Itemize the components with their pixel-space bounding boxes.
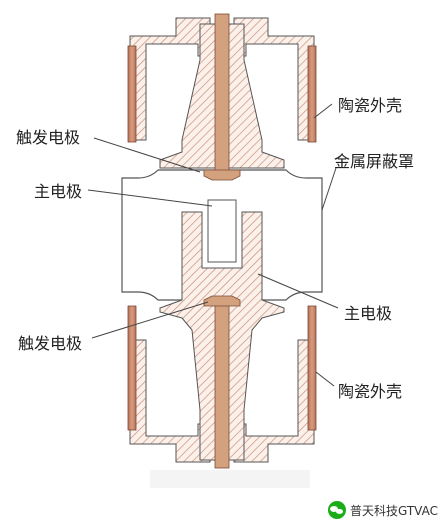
leader-trigger-top — [93, 137, 201, 173]
leader-ceramic-bottom — [315, 371, 335, 387]
leader-main-bottom — [257, 273, 339, 309]
ceramic-shell-bottom-right — [307, 305, 317, 431]
watermark-text: 普天科技GTVAC — [349, 503, 438, 518]
label-main-electrode-bottom: 主电极 — [344, 304, 393, 323]
trigger-electrode-top-head — [203, 169, 241, 181]
trigger-electrode-bottom-head — [203, 295, 241, 307]
trigger-electrode-top-rod — [214, 13, 230, 175]
label-trigger-electrode-bottom: 触发电极 — [18, 334, 83, 353]
ceramic-shell-top-left — [127, 45, 137, 143]
trigger-electrode-bottom-rod — [214, 299, 230, 469]
label-metal-shield: 金属屏蔽罩 — [334, 152, 415, 171]
leader-ceramic-top — [313, 103, 333, 119]
caption-strip — [150, 470, 310, 488]
ceramic-shell-bottom-left — [127, 305, 137, 431]
label-main-electrode-top: 主电极 — [34, 182, 83, 201]
leader-trigger-bottom — [91, 301, 209, 339]
leader-lines — [87, 103, 339, 387]
label-ceramic-shell-bottom: 陶瓷外壳 — [338, 382, 403, 401]
main-electrode-cup — [207, 199, 237, 263]
wechat-icon — [327, 501, 346, 519]
label-ceramic-shell-top: 陶瓷外壳 — [338, 96, 403, 115]
ceramic-shell-top-right — [307, 45, 317, 143]
label-trigger-electrode-top: 触发电极 — [16, 128, 81, 147]
watermark: 普天科技GTVAC — [327, 501, 438, 519]
leader-main-top — [87, 189, 213, 207]
leader-shield — [321, 167, 337, 211]
